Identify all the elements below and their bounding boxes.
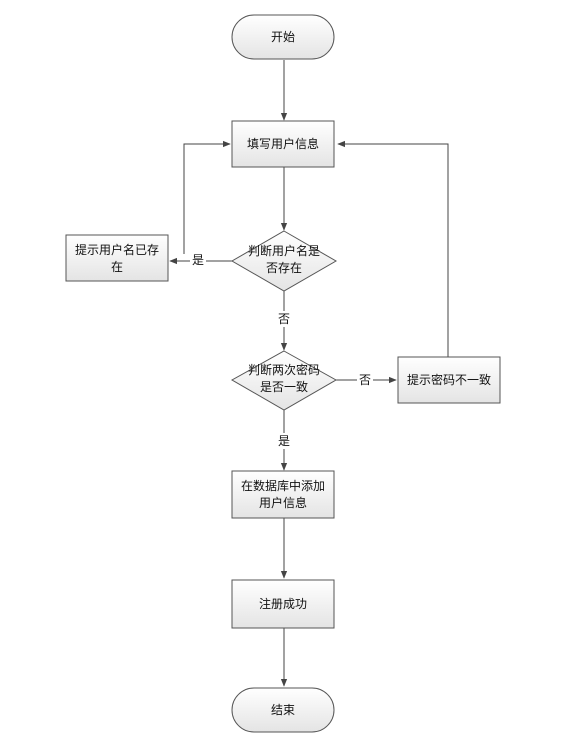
edge-label-password-no: 否 bbox=[359, 373, 371, 387]
node-check-username-line1: 判断用户名是 bbox=[248, 243, 320, 258]
node-fill-info-label: 填写用户信息 bbox=[247, 136, 319, 151]
node-username-exists-line2: 在 bbox=[111, 260, 123, 274]
node-start: 开始 bbox=[231, 14, 335, 60]
node-add-to-db-line2: 用户信息 bbox=[259, 495, 307, 510]
node-password-mismatch-label: 提示密码不一致 bbox=[407, 372, 491, 387]
node-start-label: 开始 bbox=[271, 30, 295, 44]
node-register-success: 注册成功 bbox=[231, 579, 335, 629]
edge-exists-back bbox=[183, 140, 231, 254]
node-end-label: 结束 bbox=[271, 703, 295, 717]
node-password-mismatch: 提示密码不一致 bbox=[397, 356, 501, 404]
node-check-password-line2: 是否一致 bbox=[260, 380, 308, 394]
node-add-to-db-line1: 在数据库中添加 bbox=[241, 478, 325, 493]
node-add-to-db: 在数据库中添加 用户信息 bbox=[231, 470, 335, 519]
edge-label-username-no: 否 bbox=[278, 312, 290, 326]
node-username-exists: 提示用户名已存 在 bbox=[65, 234, 169, 282]
node-register-success-label: 注册成功 bbox=[259, 596, 307, 611]
node-check-password: 判断两次密码 是否一致 bbox=[230, 350, 338, 411]
node-check-username: 判断用户名是 否存在 bbox=[230, 230, 338, 292]
edge-mismatch-back bbox=[337, 140, 449, 357]
node-check-username-line2: 否存在 bbox=[266, 261, 302, 275]
node-username-exists-line1: 提示用户名已存 bbox=[75, 242, 159, 257]
node-fill-info: 填写用户信息 bbox=[231, 120, 335, 168]
node-check-password-line1: 判断两次密码 bbox=[248, 362, 320, 377]
edge-label-password-yes: 是 bbox=[278, 434, 290, 448]
edge-label-username-yes: 是 bbox=[192, 253, 204, 267]
node-end: 结束 bbox=[231, 687, 335, 733]
